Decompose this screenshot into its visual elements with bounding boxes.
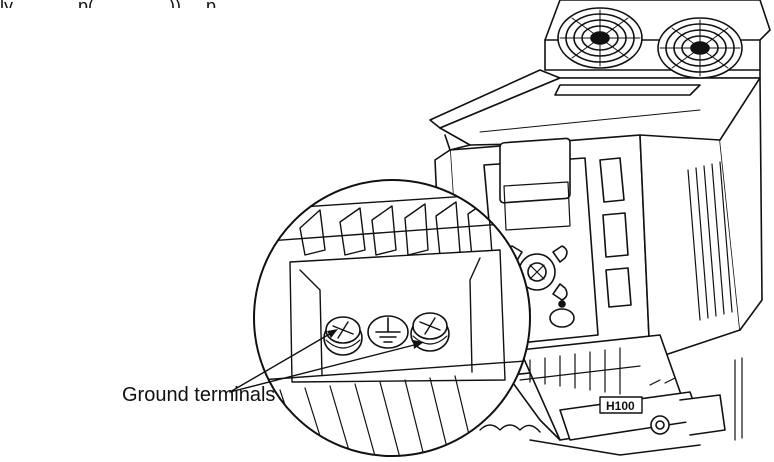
magnified-inset	[253, 179, 531, 457]
fan-grille-icon	[657, 17, 743, 79]
model-tag: H100	[606, 399, 635, 413]
fan-grille-icon	[557, 7, 643, 69]
screw-icon	[323, 316, 363, 356]
terminal-block	[479, 334, 743, 456]
cropped-top-caption: ly ... ... ... p(... ... ... ...)) ... p	[0, 0, 774, 8]
screw-icon	[410, 312, 450, 352]
callout-arrows	[229, 331, 419, 393]
ground-terminals-label: Ground terminals	[122, 384, 276, 406]
ground-symbol-icon	[367, 315, 409, 349]
